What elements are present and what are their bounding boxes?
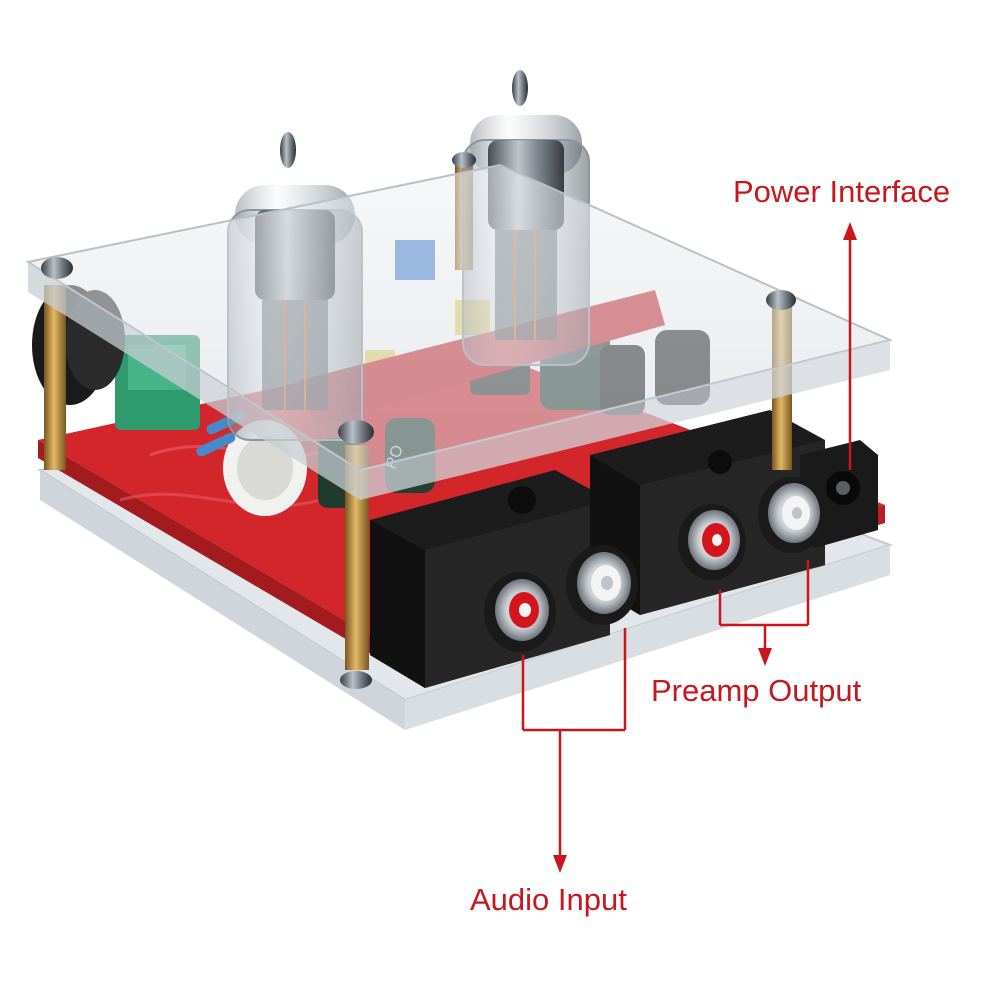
annotation-preamp-bracket [718, 560, 810, 666]
rca-preamp-output-left [678, 504, 746, 580]
preamp-output-label: Preamp Output [651, 673, 862, 708]
rca-audio-input-left [484, 572, 556, 652]
annotation-power-line [843, 222, 857, 470]
arrow-up-icon [843, 222, 857, 240]
top-acrylic-plate [25, 163, 894, 500]
annotation-audio-bracket [521, 628, 627, 873]
screws [41, 152, 796, 689]
arrow-down-icon [553, 855, 567, 873]
audio-input-label: Audio Input [470, 882, 627, 917]
arrow-down-icon [758, 648, 772, 666]
power-interface-label: Power Interface [733, 174, 951, 209]
rca-preamp-output-right [758, 477, 826, 553]
rca-audio-input-right [566, 545, 638, 625]
